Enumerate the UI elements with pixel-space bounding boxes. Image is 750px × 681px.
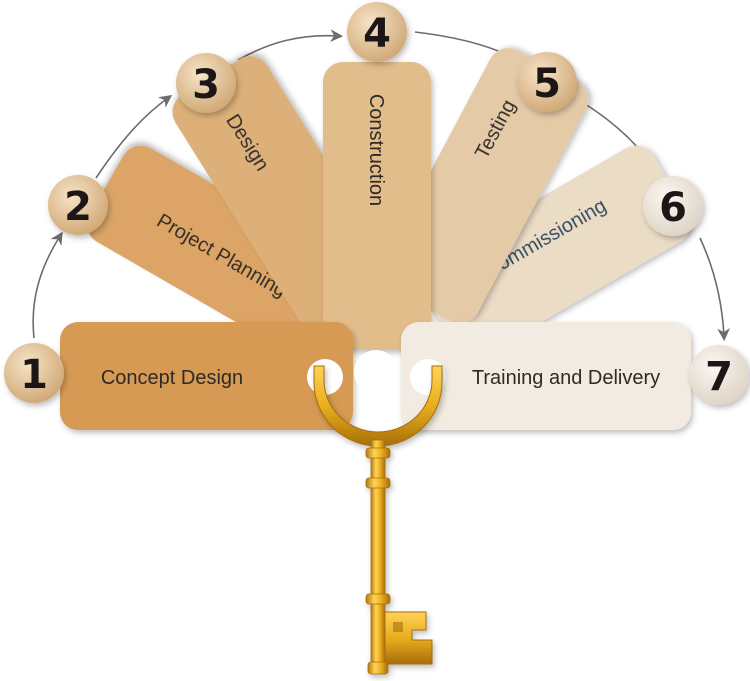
key-tip <box>367 661 389 675</box>
arrow-icon <box>95 95 173 179</box>
tag-1-label: Concept Design <box>101 367 243 389</box>
number-circle-1: 1 <box>4 343 64 403</box>
tag-7: Training and Delivery <box>401 322 691 430</box>
tag-4-label: Construction <box>365 94 387 206</box>
number-3: 3 <box>192 62 220 108</box>
ring-center <box>354 350 398 394</box>
key-icon <box>313 365 443 675</box>
key-bit-notch <box>393 622 403 632</box>
key-bow <box>313 365 443 447</box>
key-collar <box>365 593 391 605</box>
tag-1-body <box>60 322 353 430</box>
number-1: 1 <box>20 352 48 398</box>
tag-5: Testing <box>380 47 589 323</box>
arrow-icon <box>699 237 730 342</box>
tag-7-body <box>401 322 691 430</box>
progress-arrows <box>32 29 730 342</box>
tag-4: Construction <box>323 62 431 350</box>
arrow-icon <box>237 29 344 61</box>
number-circle-7: 7 <box>689 345 749 405</box>
key-shank <box>370 439 386 667</box>
number-2: 2 <box>64 184 92 230</box>
number-circle-3: 3 <box>176 53 236 113</box>
key-collar <box>365 477 391 489</box>
tag-6-body <box>416 145 691 360</box>
number-4: 4 <box>363 11 391 57</box>
number-6: 6 <box>659 185 687 231</box>
number-circle-2: 2 <box>48 175 108 235</box>
number-5: 5 <box>533 61 561 107</box>
number-7: 7 <box>705 354 733 400</box>
tag-4-body <box>323 62 431 350</box>
tag-1: Concept Design <box>60 322 353 430</box>
key-bit <box>384 611 433 665</box>
tag-6: Commissioning <box>416 145 691 360</box>
number-circle-5: 5 <box>517 52 577 112</box>
arrow-icon <box>32 231 63 339</box>
number-circle-4: 4 <box>347 2 407 62</box>
number-circle-6: 6 <box>643 176 703 236</box>
tag-5-body <box>380 47 589 323</box>
key-collar <box>365 447 391 459</box>
tag-7-label: Training and Delivery <box>472 367 660 389</box>
